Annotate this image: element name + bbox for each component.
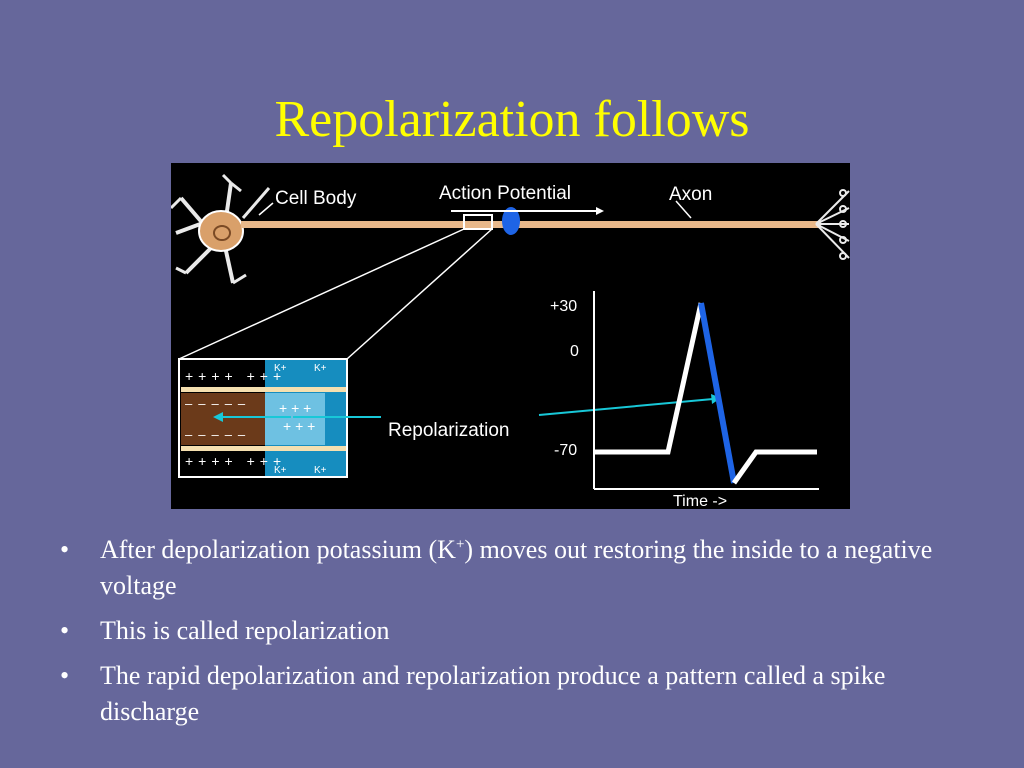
svg-text:K+: K+ (314, 465, 327, 476)
bullet-superscript: + (455, 536, 465, 553)
zoom-line-left (178, 228, 465, 360)
axon-line (241, 221, 821, 228)
repolarization-arrow-right (538, 398, 714, 416)
recovery-trace (731, 449, 817, 485)
bullet-icon: • (60, 535, 70, 564)
svg-text:++++ +++: ++++ +++ (185, 368, 286, 384)
bullet-item: • This is called repolarization (58, 613, 938, 649)
bullet-text: After depolarization potassium (K (100, 535, 456, 564)
depolarization-trace (594, 302, 704, 455)
repolarization-label: Repolarization (388, 420, 509, 441)
svg-text:++++ +++: ++++ +++ (185, 453, 286, 469)
repolarization-trace (698, 302, 737, 484)
zoom-box (463, 214, 493, 230)
y-tick-zero: 0 (570, 343, 579, 360)
svg-text:–––––: ––––– (185, 427, 251, 442)
neuron-cell-body (171, 173, 271, 285)
axon-terminal (815, 189, 850, 260)
time-axis-label: Time -> (673, 493, 727, 509)
potassium-label-top: K+ (274, 363, 287, 374)
bullet-list: • After depolarization potassium (K+) mo… (58, 532, 938, 739)
direction-arrow-icon (451, 207, 604, 215)
action-potential-label: Action Potential (439, 183, 571, 204)
action-potential-diagram: Cell Body Action Potential Axon ++++ +++… (171, 163, 850, 509)
bullet-text: The rapid depolarization and repolarizat… (100, 661, 886, 726)
action-potential-blob (502, 207, 520, 235)
cell-body-label: Cell Body (275, 188, 357, 209)
voltage-graph: +30 0 -70 Time -> (550, 291, 819, 509)
slide-title: Repolarization follows (274, 91, 750, 148)
svg-text:+ + +: + + + (279, 400, 311, 416)
bullet-item: • After depolarization potassium (K+) mo… (58, 532, 938, 604)
potassium-label-bottom: K+ (274, 465, 287, 476)
svg-text:+ + +: + + + (283, 418, 315, 434)
bullet-icon: • (60, 661, 70, 690)
zoom-line-right (346, 228, 493, 360)
diagram-svg: Cell Body Action Potential Axon ++++ +++… (171, 173, 850, 509)
y-tick-plus30: +30 (550, 298, 577, 315)
axon-label: Axon (669, 184, 712, 205)
svg-text:K+: K+ (314, 363, 327, 374)
y-tick-minus70: -70 (554, 442, 577, 459)
bullet-item: • The rapid depolarization and repolariz… (58, 658, 938, 730)
bullet-text-continued: ) moves out restoring the inside to a ne… (100, 535, 933, 600)
bullet-icon: • (60, 616, 70, 645)
svg-text:–––––: ––––– (185, 396, 251, 411)
bullet-text: This is called repolarization (100, 616, 390, 645)
